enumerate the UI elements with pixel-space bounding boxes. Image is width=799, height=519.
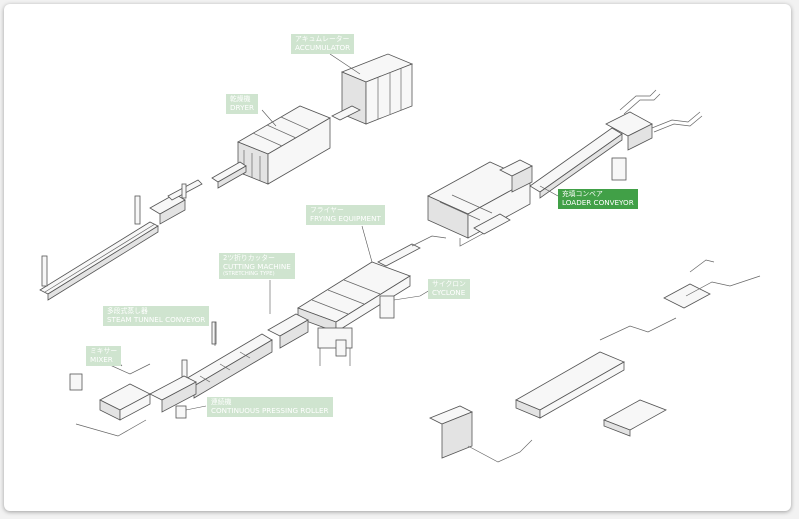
leader-lines	[109, 53, 559, 411]
frying-equipment-line	[297, 235, 447, 333]
pressing-label-en: CONTINUOUS PRESSING ROLLER	[211, 405, 329, 415]
frying-label: フライヤー FRYING EQUIPMENT	[306, 205, 385, 225]
mixer-label-jp: ミキサー	[90, 347, 118, 355]
loader-conveyor-label[interactable]: 充填コンベア LOADER CONVEYOR	[558, 189, 638, 209]
central-fryer-block	[427, 159, 533, 247]
lower-right-lines	[429, 259, 761, 463]
mixer-and-roller	[69, 355, 197, 437]
cutting-label-sub: (STRETCHING TYPE)	[223, 271, 275, 277]
loader-label-en: LOADER CONVEYOR	[562, 197, 634, 207]
accumulator-machine	[331, 53, 414, 125]
loader-label-jp: 充填コンベア	[562, 190, 603, 198]
cyclone-label: サイクロン CYCLONE	[428, 279, 470, 299]
frying-label-en: FRYING EQUIPMENT	[310, 213, 381, 223]
steam-label: 多段式蒸し器 STEAM TUNNEL CONVEYOR	[103, 306, 210, 326]
mixer-label: ミキサー MIXER	[86, 346, 122, 366]
mixer-label-en: MIXER	[90, 354, 113, 364]
dryer-label-en: DRYER	[230, 102, 254, 112]
frying-label-jp: フライヤー	[310, 206, 344, 214]
accumulator-label-jp: アキュムレーター	[295, 35, 350, 43]
right-upper-conveyor	[529, 89, 703, 199]
left-upper-conveyor	[39, 179, 203, 301]
cyclone-unit	[379, 289, 431, 319]
steam-label-jp: 多段式蒸し器	[107, 307, 148, 315]
accumulator-label-en: ACCUMULATOR	[295, 42, 351, 52]
cyclone-label-jp: サイクロン	[432, 280, 466, 288]
pressing-label: 連続機 CONTINUOUS PRESSING ROLLER	[207, 397, 333, 417]
dryer-machine	[211, 105, 331, 189]
cutting-label: 2ツ折りカッター CUTTING MACHINE (STRETCHING TYP…	[219, 253, 295, 279]
cutting-machine	[267, 313, 353, 366]
pressing-label-jp: 連続機	[211, 398, 232, 406]
cutting-label-en: CUTTING MACHINE	[223, 261, 291, 271]
dryer-label-jp: 乾燥機	[230, 95, 251, 103]
accumulator-label: アキュムレーター ACCUMULATOR	[291, 34, 355, 54]
steam-label-en: STEAM TUNNEL CONVEYOR	[107, 314, 206, 324]
dryer-label: 乾燥機 DRYER	[226, 94, 258, 114]
cutting-label-jp: 2ツ折りカッター	[223, 254, 275, 262]
cyclone-label-en: CYCLONE	[432, 287, 466, 297]
